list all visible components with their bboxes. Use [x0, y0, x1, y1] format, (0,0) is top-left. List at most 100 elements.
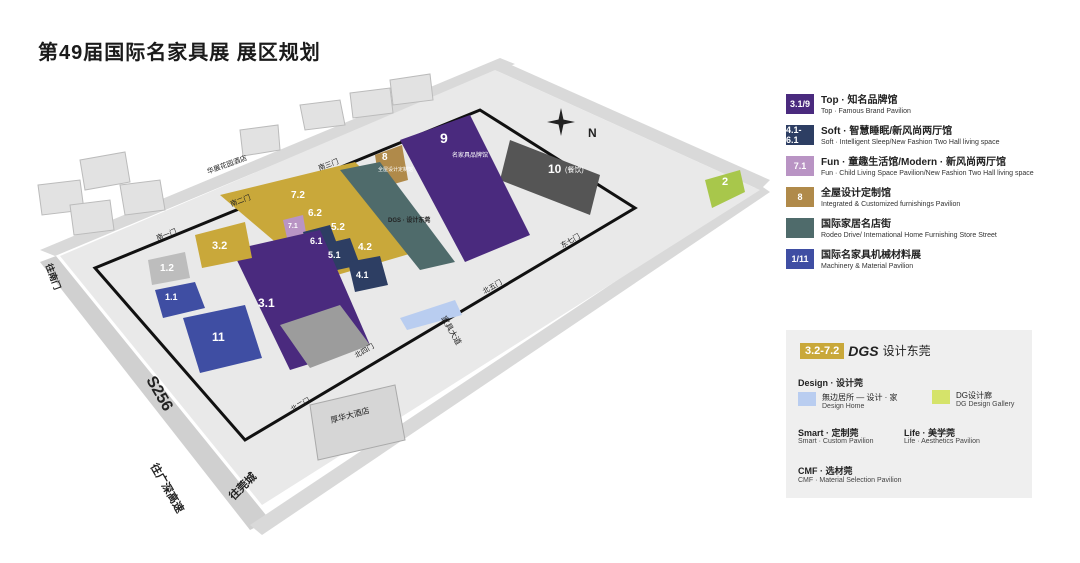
hall-label-4-1[interactable]: 4.1 [356, 270, 369, 280]
gate-label-south2: 南二门 [229, 194, 252, 209]
road-label-south-gate: 往南门 [43, 262, 63, 292]
hall-label-9[interactable]: 9 [440, 130, 448, 146]
road-east [495, 60, 770, 190]
legend-label: Soft · 智慧睡眠/新风尚两厅馆 [821, 126, 953, 137]
hall-label-8[interactable]: 8 [382, 152, 388, 163]
hall-label-5-1[interactable]: 5.1 [328, 250, 341, 260]
legend-item: 8 全屋设计定制馆 Integrated & Customized furnish… [786, 187, 1048, 210]
hall-label-11[interactable]: 11 [212, 330, 225, 344]
design-title: Design · 设计莞 [798, 378, 864, 388]
rodeo-street [340, 162, 455, 270]
legend-swatch: 3.1/9 [786, 94, 814, 114]
legend-item: 3.1/9 Top · 知名品牌馆 Top · Famous Brand Pavi… [786, 94, 1048, 117]
life-title: Life · 美学莞 [904, 428, 955, 438]
dg-gallery-swatch [932, 390, 950, 404]
design-home-strip [400, 300, 462, 330]
building-block [299, 99, 346, 131]
legend-label: Fun · 童趣生活馆/Modern · 新风尚两厅馆 [821, 157, 1006, 168]
design-range: 3.2-7.2 [800, 342, 845, 359]
legend-sublabel: Fun · Child Living Space Pavilion/New Fa… [821, 170, 1034, 177]
hall-label-4-2[interactable]: 4.2 [358, 242, 372, 253]
hall-label-7-2[interactable]: 7.2 [291, 190, 305, 201]
hall-label-6-1[interactable]: 6.1 [310, 236, 323, 246]
gate-label-north5: 北五门 [481, 279, 504, 296]
venue-outline [92, 108, 638, 442]
road-label-houjie: 往莞城 [227, 470, 260, 503]
hall-label-6-2[interactable]: 6.2 [308, 208, 322, 219]
legend-label: 国际名家具机械材料展 [821, 250, 921, 261]
hall-3-2 [195, 222, 252, 268]
cmf-title: CMF · 选材莞 [798, 466, 853, 476]
road-label-jiaju: 家具大道 [439, 314, 463, 347]
design-panel-header: 3.2-7.2 DGS 设计东莞 [800, 342, 931, 359]
legend-item: 4.1-6.1 Soft · 智慧睡眠/新风尚两厅馆 Soft · Intelli… [786, 125, 1048, 148]
hotel-label: 厚华大酒店 [329, 405, 371, 426]
road-s256 [40, 256, 270, 530]
hall-label-dgs: DGS · 设计东莞 [388, 218, 431, 224]
cmf-sublabel: CMF · Material Selection Pavilion [798, 477, 902, 484]
hall-7-1 [283, 215, 306, 238]
compass-north-label: N [588, 126, 597, 140]
building-block [69, 199, 115, 236]
hall-10 [500, 140, 600, 215]
gate-label-south1: 南一门 [155, 228, 178, 243]
hall-1-2 [148, 252, 190, 285]
hall-label-1-2[interactable]: 1.2 [160, 263, 174, 274]
building-block [79, 151, 131, 191]
legend-label: Top · 知名品牌馆 [821, 95, 898, 106]
hall-label-5-2[interactable]: 5.2 [331, 222, 345, 233]
building-label: 华展花园酒店 [206, 154, 249, 176]
compass-icon [547, 108, 575, 136]
gate-label-north2: 北二门 [289, 397, 312, 414]
hall-1-1 [155, 282, 205, 318]
hall-label-7-1[interactable]: 7.1 [288, 223, 298, 230]
hall-4-1 [348, 256, 388, 292]
legend-sublabel: Rodeo Drive/ International Home Furnishi… [821, 232, 997, 239]
smart-sublabel: Smart · Custom Pavilion [798, 438, 874, 445]
legend-label: 全屋设计定制馆 [821, 188, 891, 199]
design-home-swatch [798, 392, 816, 406]
gate-label-south3: 南三门 [317, 158, 340, 173]
legend: 3.1/9 Top · 知名品牌馆 Top · Famous Brand Pavi… [786, 94, 1048, 280]
hall-label-2[interactable]: 2 [722, 176, 729, 188]
page-title: 第49届国际名家具展 展区规划 [38, 42, 321, 64]
smart-title: Smart · 定制莞 [798, 428, 859, 438]
design-home-sublabel: Design Home [822, 403, 865, 410]
legend-swatch [786, 218, 814, 238]
design-name: 设计东莞 [882, 344, 931, 358]
hall-9 [400, 115, 530, 262]
legend-swatch: 1/11 [786, 249, 814, 269]
hall-11 [183, 305, 262, 373]
design-panel: 3.2-7.2 DGS 设计东莞 Design · 设计莞 無边居所 — 设计 … [786, 330, 1032, 498]
gate-label-north4: 北四门 [353, 343, 376, 360]
hall-sublabel-10: (餐饮) [565, 167, 584, 174]
legend-sublabel: Integrated & Customized furnishings Pavi… [821, 201, 961, 208]
hall-label-3-2[interactable]: 3.2 [212, 240, 228, 252]
building-block [389, 73, 434, 106]
legend-sublabel: Top · Famous Brand Pavilion [821, 108, 911, 115]
hall-label-3-1[interactable]: 3.1 [258, 296, 275, 310]
hall-2 [705, 170, 745, 208]
dgs-logo: DGS [848, 342, 879, 359]
legend-item: 7.1 Fun · 童趣生活馆/Modern · 新风尚两厅馆 Fun · Chi… [786, 156, 1048, 179]
hotel-building [309, 384, 406, 461]
hall-label-1-1[interactable]: 1.1 [165, 292, 178, 302]
building-block [119, 179, 166, 216]
dg-gallery-sublabel: DG Design Gallery [956, 401, 1015, 408]
legend-sublabel: Soft · Intelligent Sleep/New Fashion Two… [821, 139, 1000, 146]
legend-swatch: 8 [786, 187, 814, 207]
design-home-label: 無边居所 — 设计 · 家 [822, 393, 898, 402]
legend-swatch: 4.1-6.1 [786, 125, 814, 145]
hall-label-10[interactable]: 10 [548, 162, 562, 176]
building-block [239, 124, 281, 157]
hall-sublabel-9: 名家具品牌馆 [452, 153, 489, 159]
legend-swatch: 7.1 [786, 156, 814, 176]
road-north [250, 185, 770, 535]
exhibition-map [37, 58, 770, 535]
legend-sublabel: Machinery & Material Pavilion [821, 263, 914, 270]
road-label-s256: S256 [142, 373, 176, 415]
hall-sublabel-8: 全屋设计定制馆 [378, 167, 414, 173]
life-sublabel: Life · Aesthetics Pavilion [904, 438, 980, 445]
gate-label-east7: 东七门 [559, 233, 582, 250]
